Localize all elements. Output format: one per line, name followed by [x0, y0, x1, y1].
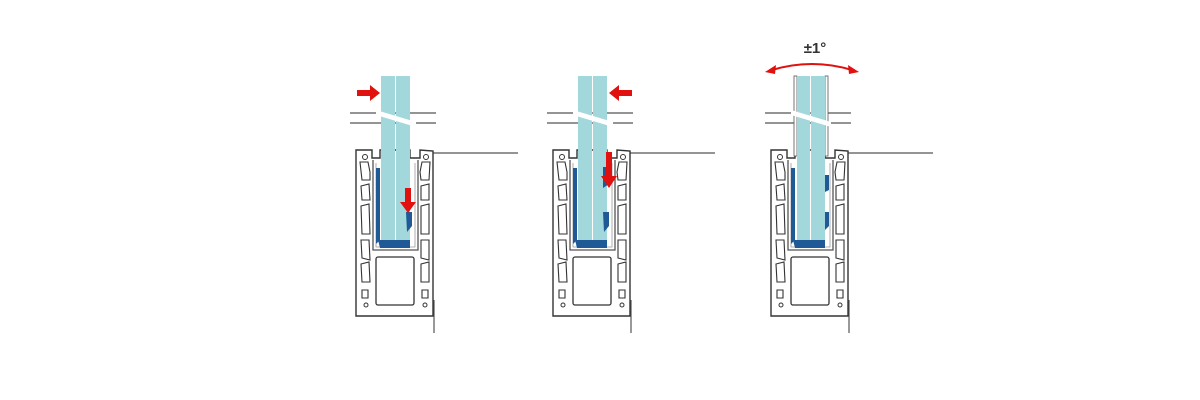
- glass-pane: [791, 75, 831, 248]
- glass-pane: [573, 76, 613, 248]
- panel-push-from-right: [546, 76, 716, 334]
- panel-tilt-adjustment: [764, 75, 934, 334]
- arrow-down-icon: [400, 188, 416, 213]
- arrow-down-icon: [601, 152, 617, 188]
- gasket: [376, 168, 412, 248]
- tilt-label: ±1°: [804, 40, 827, 57]
- arrow-push-right-icon: [357, 85, 380, 101]
- arrow-push-left-icon: [609, 85, 632, 101]
- panel-push-from-left: [349, 76, 519, 334]
- tilt-arc-arrow-icon: [765, 63, 859, 74]
- gasket: [791, 168, 829, 248]
